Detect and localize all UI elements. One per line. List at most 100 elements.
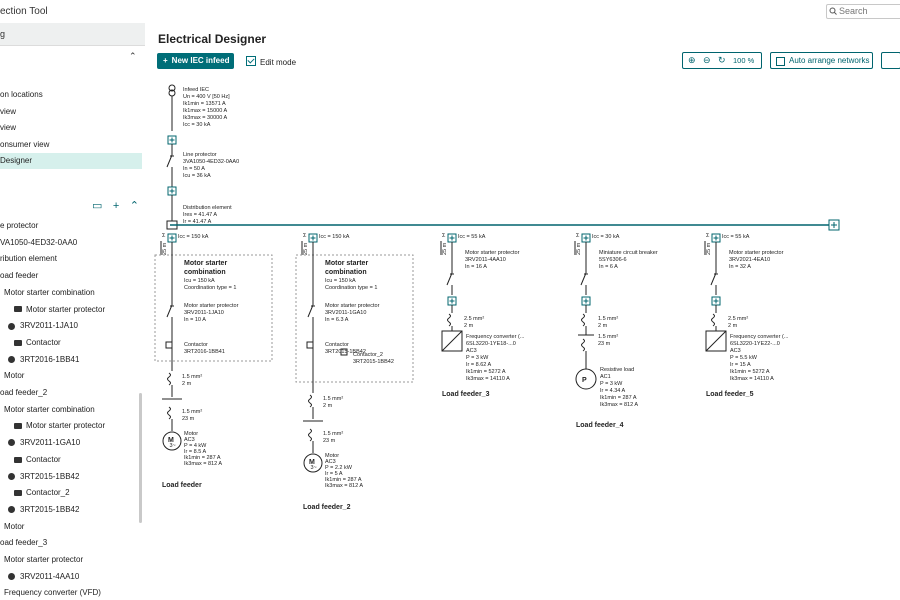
folder-icon — [14, 306, 22, 313]
add-icon[interactable]: + — [112, 200, 120, 212]
protector-label: 3RV2021-4EA10 — [729, 257, 770, 263]
infeed-label: Icc = 30 kA — [183, 122, 211, 128]
tree-item[interactable]: Motor — [4, 370, 24, 382]
cable-label: 2 m — [598, 323, 608, 329]
motor-glyph: M — [168, 437, 174, 444]
sidebar-nav-item[interactable]: view — [0, 123, 17, 132]
breaker-blade — [446, 272, 453, 286]
cable-symbol — [581, 313, 585, 327]
contactor2-label: Contactor_2 — [353, 352, 383, 358]
tree-item[interactable]: 3RV2011-1JA10 — [8, 320, 78, 332]
load-glyph: P — [582, 377, 587, 384]
cable-label: 2.5 mm² — [728, 316, 748, 322]
sidebar-nav-item[interactable]: Designer — [0, 153, 142, 169]
tree-item[interactable]: VA1050-4ED32-0AA0 — [0, 237, 77, 249]
sidebar-nav-item[interactable]: on locations — [0, 90, 43, 99]
tree-item[interactable]: 3RT2015-1BB42 — [8, 471, 79, 483]
combination-title: combination — [184, 269, 226, 276]
load-label: AC3 — [466, 348, 477, 354]
tree-item[interactable]: Contactor — [14, 337, 61, 349]
load-label: P = 3 kW — [600, 381, 623, 387]
tree-item-label: 3RV2011-1JA10 — [20, 321, 78, 331]
reset-zoom-icon[interactable]: ↻ — [718, 55, 726, 65]
combination-data: Icu = 150 kA — [325, 278, 356, 284]
contactor-coil — [165, 341, 173, 349]
folder-add-icon[interactable]: ▭ — [92, 200, 103, 212]
load-label: P = 2.2 kW — [325, 465, 353, 471]
sidebar-section-header[interactable]: g — [0, 23, 145, 46]
combination-title: combination — [325, 269, 367, 276]
tree-item[interactable]: oad feeder — [0, 270, 38, 282]
tree-item[interactable]: 3RT2015-1BB42 — [8, 504, 79, 516]
load-label: Ik3max = 14110 A — [466, 376, 510, 382]
sidebar-scrollbar[interactable] — [139, 393, 142, 523]
zoom-in-icon[interactable]: ⊕ — [688, 55, 696, 65]
sidebar-nav-item[interactable]: view — [0, 107, 17, 116]
tree-item[interactable]: Contactor — [14, 454, 61, 466]
icc-label: Icc = 55 kA — [722, 234, 750, 240]
protector-label: In = 6 A — [599, 264, 618, 270]
folder-icon — [14, 490, 22, 497]
load-label: AC3 — [730, 348, 741, 354]
sidebar-section-label: g — [0, 29, 6, 39]
motor-glyph: M — [309, 459, 315, 466]
new-infeed-label: New IEC infeed — [171, 56, 230, 65]
zoom-out-icon[interactable]: ⊖ — [703, 55, 711, 65]
tree-item[interactable]: Motor starter protector — [14, 420, 105, 432]
protector-label: 3RV2011-4AA10 — [465, 257, 506, 263]
tree-item[interactable]: Motor — [4, 521, 24, 533]
edit-mode-checkbox[interactable]: Edit mode — [246, 56, 296, 67]
load-label: AC3 — [184, 437, 195, 443]
combination-title: Motor starter — [184, 260, 227, 267]
cable-label: 23 m — [598, 341, 611, 347]
contactor-coil — [306, 341, 314, 349]
tree-item[interactable]: 3RV2011-4AA10 — [8, 571, 79, 583]
search-placeholder: Search — [839, 6, 868, 16]
folder-icon — [14, 456, 22, 463]
tree-item-label: 3RV2011-1GA10 — [20, 438, 81, 448]
tree-item[interactable]: Frequency converter (VFD) — [4, 587, 101, 599]
auto-arrange-button[interactable]: Auto arrange networks — [770, 52, 873, 69]
tree-item[interactable]: 3RV2011-1GA10 — [8, 437, 80, 449]
sidebar-nav-item[interactable]: onsumer view — [0, 140, 50, 149]
load-label: Frequency converter (... — [730, 334, 789, 340]
comment-button[interactable] — [881, 52, 900, 69]
load-label: Ik3max = 14110 A — [730, 376, 774, 382]
line-protector-label: Line protector — [183, 152, 217, 158]
new-iec-infeed-button[interactable]: +New IEC infeed — [157, 53, 234, 69]
gear-icon — [8, 439, 15, 447]
feeder-name: Load feeder — [162, 482, 202, 489]
tree-item[interactable]: e protector — [0, 220, 38, 232]
tree-item[interactable]: ribution element — [0, 253, 57, 265]
icc-label: Icc = 55 kA — [458, 234, 486, 240]
feeder-name: Load feeder_3 — [442, 391, 490, 398]
load-label: Ir = 4.34 A — [600, 388, 626, 394]
load-label: Ik3max = 812 A — [184, 461, 222, 467]
tree-item[interactable]: Motor starter combination — [4, 404, 95, 416]
tree-item[interactable]: 3RT2016-1BB41 — [8, 354, 79, 366]
length-label: 25 m — [162, 242, 168, 255]
search-input[interactable]: Search — [826, 4, 900, 19]
tree-item[interactable]: Motor starter protector — [14, 304, 105, 316]
load-label: AC1 — [600, 374, 611, 380]
load-label: 6SL3220-1YE18-...0 — [466, 341, 516, 347]
collapse-up-icon[interactable]: ⌃ — [129, 51, 137, 61]
load-label: Ir = 5 A — [325, 471, 343, 477]
length-label: 25 m — [442, 242, 448, 255]
tree-item[interactable]: Motor starter combination — [4, 287, 95, 299]
tree-item[interactable]: oad feeder_3 — [0, 537, 47, 549]
load-label: Ik3max = 812 A — [325, 483, 363, 489]
tree-item-label: Motor starter combination — [4, 287, 95, 297]
tree-item-label: Motor starter protector — [4, 555, 84, 564]
combination-data: Coordination type = 1 — [325, 285, 377, 291]
tree-item[interactable]: Contactor_2 — [14, 487, 70, 499]
protector-label: In = 32 A — [729, 264, 751, 270]
cable-symbol — [711, 313, 715, 327]
tree-item[interactable]: oad feeder_2 — [0, 387, 47, 399]
tree-item[interactable]: Motor starter protector — [4, 554, 83, 566]
length-label: 25 m — [576, 242, 582, 255]
protector-label: In = 10 A — [184, 317, 206, 323]
collapse-all-icon[interactable]: ⌃ — [129, 200, 139, 212]
infeed-label: Ik3max = 30000 A — [183, 115, 228, 121]
